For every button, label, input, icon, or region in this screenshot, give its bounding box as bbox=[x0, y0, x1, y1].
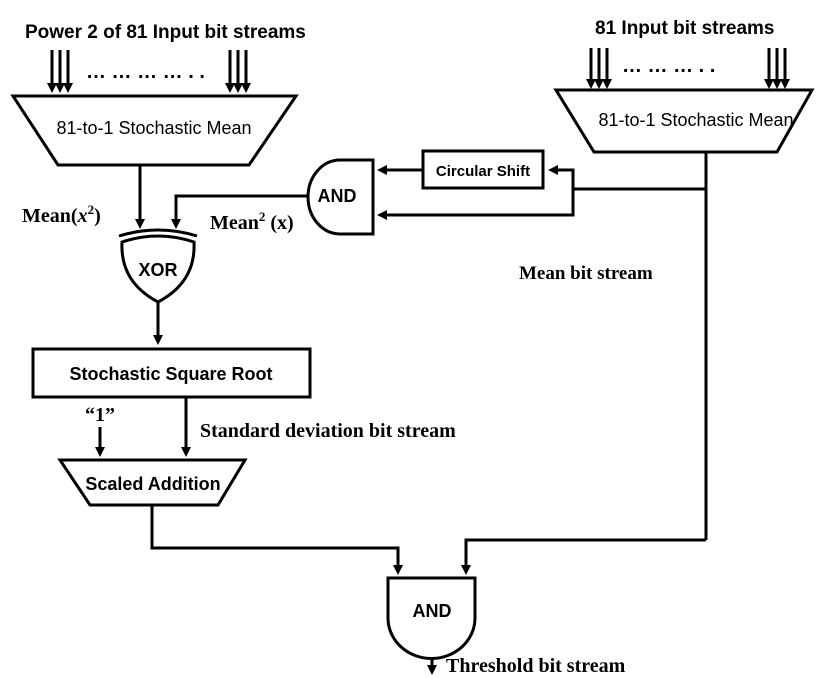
and-gate-bottom bbox=[386, 576, 477, 660]
input-arrows-left bbox=[47, 50, 251, 93]
stochastic-mean-left-label: 81-to-1 Stochastic Mean bbox=[56, 118, 251, 138]
circular-shift-block bbox=[421, 149, 545, 190]
xor-gate bbox=[118, 228, 198, 304]
and-gate-top bbox=[306, 158, 375, 236]
input-arrows-right bbox=[586, 48, 790, 89]
std-bit-stream-label: Standard deviation bit stream bbox=[200, 420, 456, 442]
mean-bit-stream-label: Mean bit stream bbox=[519, 263, 653, 284]
stochastic-mean-right bbox=[553, 88, 815, 154]
mean-x2-label: Mean(x2) bbox=[22, 202, 101, 227]
square-root-block bbox=[31, 347, 312, 399]
threshold-bit-stream-label: Threshold bit stream bbox=[446, 655, 626, 677]
title-left: Power 2 of 81 Input bit streams bbox=[25, 22, 306, 43]
and-gate-top-label: AND bbox=[318, 186, 357, 206]
xor-gate-label: XOR bbox=[138, 260, 177, 280]
square-root-label: Stochastic Square Root bbox=[69, 364, 272, 384]
scaled-addition-block bbox=[57, 458, 248, 507]
and-gate-bottom-label: AND bbox=[413, 601, 452, 621]
stochastic-mean-right-label: 81-to-1 Stochastic Mean bbox=[598, 110, 793, 130]
title-right: 81 Input bit streams bbox=[595, 18, 775, 39]
dots-right: … … … . . bbox=[622, 55, 715, 77]
stochastic-mean-left bbox=[10, 94, 299, 167]
constant-one-label: “1” bbox=[85, 404, 115, 426]
circular-shift-label: Circular Shift bbox=[436, 163, 530, 180]
scaled-addition-label: Scaled Addition bbox=[85, 474, 220, 494]
dots-left: … … … … . . bbox=[86, 61, 205, 83]
mean-squared-label: Mean2 (x) bbox=[210, 209, 294, 234]
wires bbox=[95, 152, 708, 675]
